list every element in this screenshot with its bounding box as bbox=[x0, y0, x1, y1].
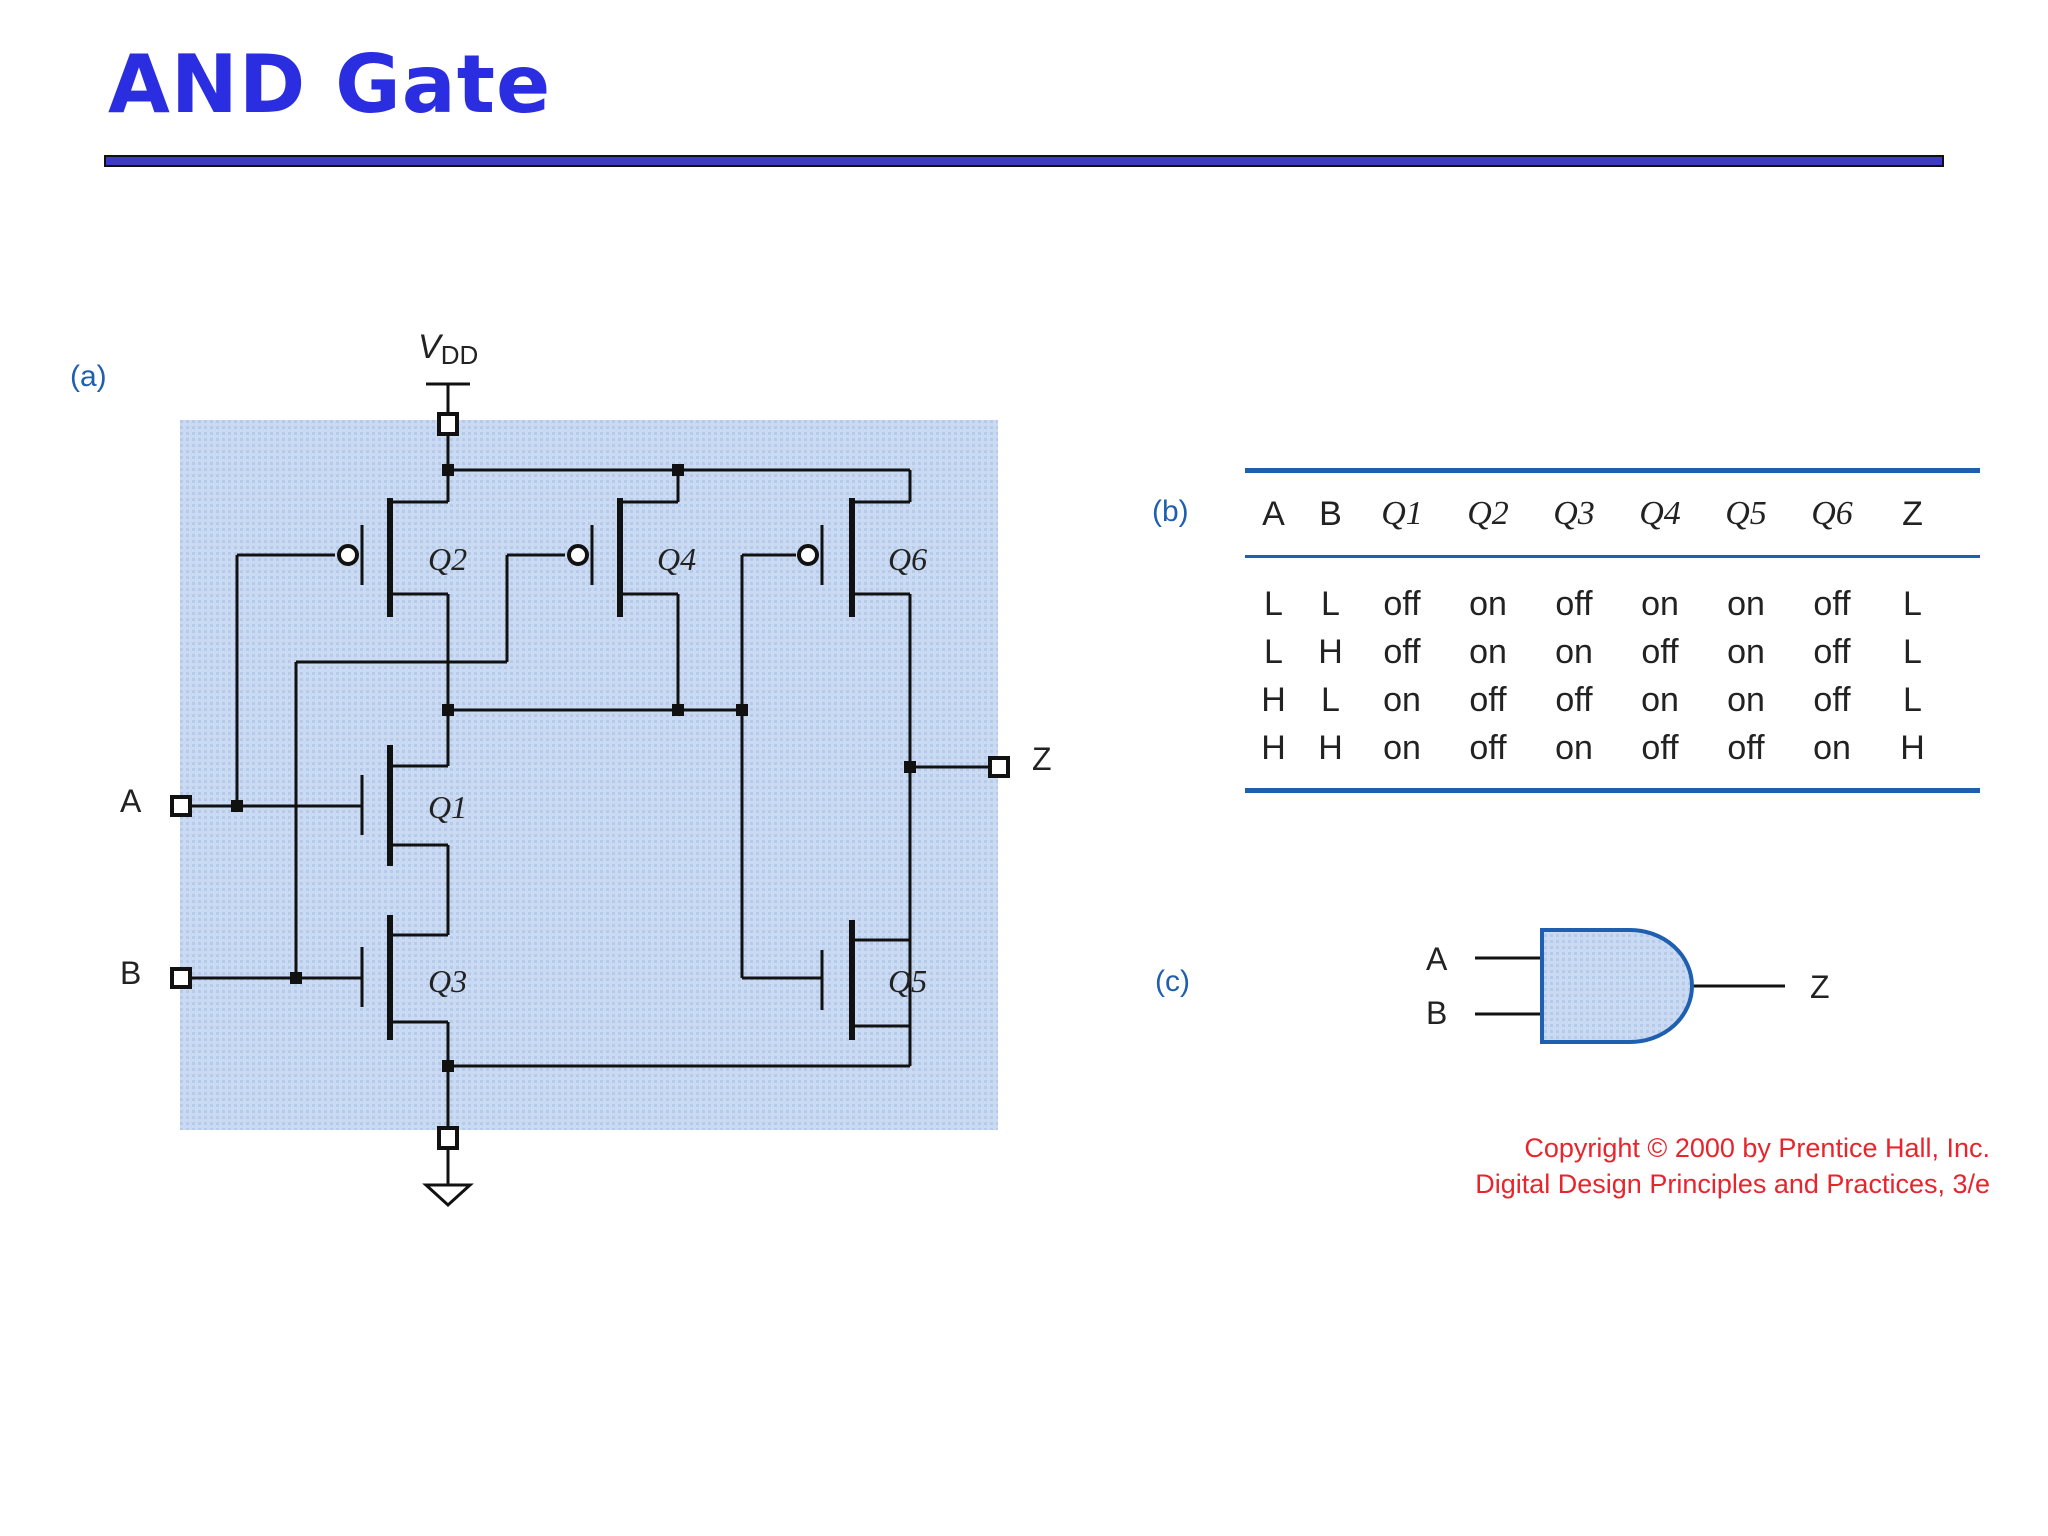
gate-input-b-label: B bbox=[1426, 995, 1447, 1031]
table-header-row: A B Q1 Q2 Q3 Q4 Q5 Q6 Z bbox=[1245, 473, 1980, 555]
schematic-background bbox=[180, 420, 998, 1130]
cell-q5: on bbox=[1727, 680, 1765, 719]
cell-z: L bbox=[1903, 584, 1922, 623]
q1-label: Q1 bbox=[428, 789, 467, 825]
q3-label: Q3 bbox=[428, 963, 467, 999]
output-z-label: Z bbox=[1032, 741, 1052, 777]
copyright-line-1: Copyright © 2000 by Prentice Hall, Inc. bbox=[1524, 1133, 1990, 1163]
panel-label-b: (b) bbox=[1152, 495, 1189, 528]
input-b-label: B bbox=[120, 955, 141, 991]
cell-a: L bbox=[1264, 632, 1283, 671]
title-rule bbox=[104, 155, 1944, 167]
cell-q4: off bbox=[1641, 728, 1679, 767]
cell-q6: off bbox=[1813, 680, 1851, 719]
and-gate-symbol: A B Z bbox=[1426, 928, 1830, 1044]
cell-b: L bbox=[1321, 680, 1340, 719]
cell-z: L bbox=[1903, 680, 1922, 719]
table-body: L L off on off on on off L L H off on on… bbox=[1245, 558, 1980, 788]
cell-q1: off bbox=[1383, 632, 1421, 671]
table-row: L L off on off on on off L bbox=[1245, 580, 1980, 628]
q6-label: Q6 bbox=[888, 541, 927, 577]
cell-z: H bbox=[1900, 728, 1925, 767]
cell-a: H bbox=[1261, 680, 1286, 719]
cell-q4: on bbox=[1641, 584, 1679, 623]
panel-label-c: (c) bbox=[1155, 965, 1190, 998]
cell-q4: off bbox=[1641, 632, 1679, 671]
cmos-schematic: VDD Q2 Q4 Q6 Q1 Q3 Q5 A B Z bbox=[120, 328, 1052, 1208]
cell-a: H bbox=[1261, 728, 1286, 767]
header-z: Z bbox=[1902, 494, 1923, 533]
header-b: B bbox=[1319, 494, 1342, 533]
cell-q3: on bbox=[1555, 728, 1593, 767]
cell-q6: off bbox=[1813, 632, 1851, 671]
cell-q2: off bbox=[1469, 728, 1507, 767]
table-bottom-rule bbox=[1245, 788, 1980, 793]
cell-q2: on bbox=[1469, 584, 1507, 623]
cell-q1: on bbox=[1383, 680, 1421, 719]
q2-label: Q2 bbox=[428, 541, 467, 577]
table-row: H H on off on off off on H bbox=[1245, 724, 1980, 772]
panel-label-a: (a) bbox=[70, 360, 107, 393]
q5-label: Q5 bbox=[888, 963, 927, 999]
cell-q5: off bbox=[1727, 728, 1765, 767]
cell-q6: on bbox=[1813, 728, 1851, 767]
header-q3: Q3 bbox=[1553, 495, 1595, 532]
gate-output-z-label: Z bbox=[1810, 969, 1830, 1005]
header-q4: Q4 bbox=[1639, 495, 1681, 532]
q4-label: Q4 bbox=[657, 541, 696, 577]
header-q2: Q2 bbox=[1467, 495, 1509, 532]
cell-q5: on bbox=[1727, 584, 1765, 623]
table-header-rule bbox=[1245, 555, 1980, 558]
truth-table: A B Q1 Q2 Q3 Q4 Q5 Q6 Z L L off on off o… bbox=[1245, 468, 1980, 793]
cell-b: L bbox=[1321, 584, 1340, 623]
table-row: L H off on on off on off L bbox=[1245, 628, 1980, 676]
slide-title: AND Gate bbox=[108, 38, 552, 131]
cell-q2: on bbox=[1469, 632, 1507, 671]
table-row: H L on off off on on off L bbox=[1245, 676, 1980, 724]
cell-z: L bbox=[1903, 632, 1922, 671]
vdd-label: VDD bbox=[418, 328, 478, 370]
cell-q6: off bbox=[1813, 584, 1851, 623]
cell-q1: on bbox=[1383, 728, 1421, 767]
cell-q3: on bbox=[1555, 632, 1593, 671]
cell-q3: off bbox=[1555, 584, 1593, 623]
cell-a: L bbox=[1264, 584, 1283, 623]
header-q1: Q1 bbox=[1381, 495, 1423, 532]
input-a-label: A bbox=[120, 783, 142, 819]
header-q6: Q6 bbox=[1811, 495, 1853, 532]
cell-q4: on bbox=[1641, 680, 1679, 719]
header-a: A bbox=[1262, 494, 1285, 533]
copyright-notice: Copyright © 2000 by Prentice Hall, Inc. … bbox=[1380, 1130, 1990, 1202]
cell-b: H bbox=[1318, 632, 1343, 671]
header-q5: Q5 bbox=[1725, 495, 1767, 532]
gate-input-a-label: A bbox=[1426, 941, 1448, 977]
table-top-rule bbox=[1245, 468, 1980, 473]
cell-q3: off bbox=[1555, 680, 1593, 719]
cell-q5: on bbox=[1727, 632, 1765, 671]
cell-b: H bbox=[1318, 728, 1343, 767]
cell-q1: off bbox=[1383, 584, 1421, 623]
cell-q2: off bbox=[1469, 680, 1507, 719]
copyright-line-2: Digital Design Principles and Practices,… bbox=[1475, 1169, 1990, 1199]
